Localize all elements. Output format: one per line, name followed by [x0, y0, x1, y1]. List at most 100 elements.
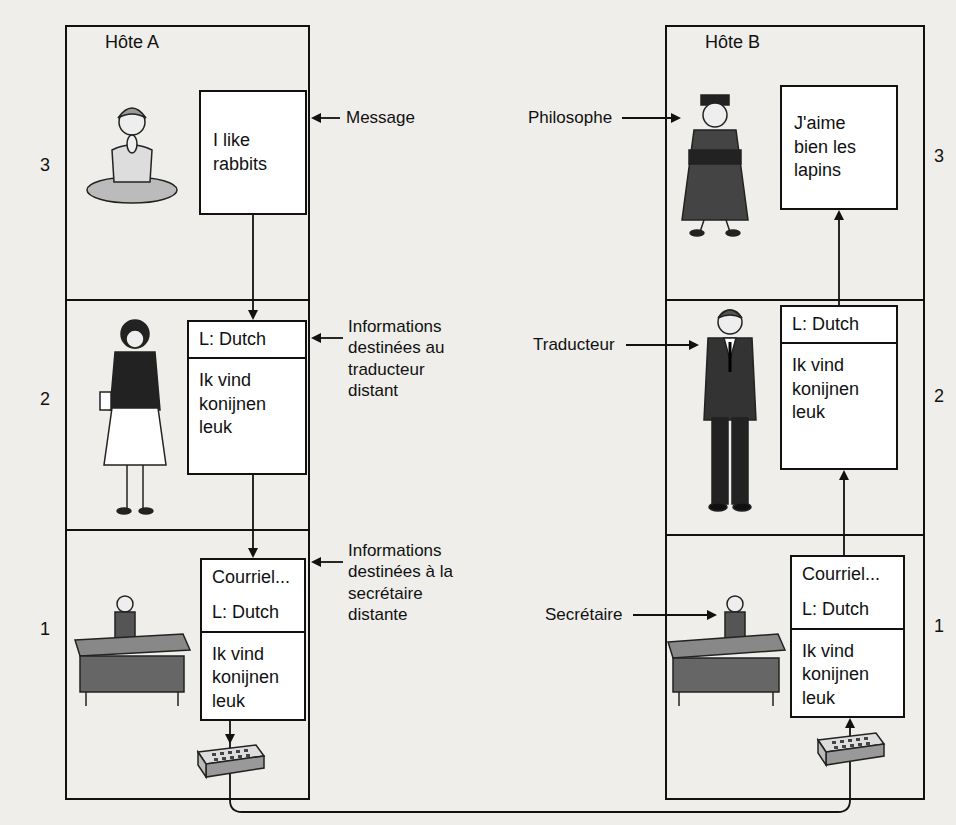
label-holder: Informations destinées à la secrétaire d… [348, 540, 455, 625]
woman-figure [100, 392, 111, 410]
message-box: J'aime bien les lapins [780, 85, 898, 210]
connector-line [838, 219, 840, 305]
leader-arrow [311, 557, 321, 567]
layer-divider [66, 529, 309, 531]
label-holder: 2 [40, 388, 56, 411]
secretary-figure [725, 612, 745, 638]
woman-figure [121, 320, 149, 348]
role-label: Philosophe [528, 107, 628, 128]
modem-symbol [842, 745, 846, 748]
woman-figure [142, 465, 144, 508]
meditating-figure [87, 108, 177, 203]
secretary-figure [678, 692, 680, 706]
modem-symbol [858, 743, 862, 746]
label-holder: Traducteur [533, 334, 633, 355]
meditating-figure [119, 109, 145, 135]
modem-symbol [228, 751, 232, 754]
connector [839, 470, 849, 555]
modem-symbol [850, 744, 854, 747]
translator-figure [709, 503, 727, 511]
layer-number: 2 [934, 385, 950, 408]
layer-number: 3 [40, 154, 56, 177]
secretary-figure [668, 634, 785, 658]
callout-label: Message [346, 107, 456, 128]
connector [248, 215, 258, 320]
layer-divider [66, 300, 924, 535]
modem-symbol [848, 739, 852, 742]
modem-symbol [244, 749, 248, 752]
secretary-figure [668, 596, 785, 706]
modem-symbol [212, 753, 216, 756]
woman-figure [126, 330, 144, 348]
modem-symbol [230, 756, 234, 759]
secretary-figure [115, 612, 135, 638]
layer-number: 3 [934, 145, 950, 168]
label-holder: 3 [40, 154, 56, 177]
layer-divider [66, 299, 309, 301]
modem-symbol [840, 740, 844, 743]
label-holder: Philosophe [528, 107, 628, 128]
secretary-figure [80, 656, 184, 692]
connector-line [252, 475, 254, 549]
connector [230, 718, 855, 812]
leader-arrow [626, 344, 690, 346]
label-holder: Message [346, 107, 456, 128]
leader-arrow [320, 561, 343, 563]
modem-symbol [198, 734, 264, 777]
secretary-figure [177, 692, 179, 706]
message-box: I like rabbits [199, 90, 307, 215]
host-frame: Hôte AI like rabbitsL: DutchIk vind koni… [65, 25, 310, 800]
philosopher-figure [703, 103, 727, 127]
leader-arrow [311, 333, 321, 343]
woman-figure [100, 320, 166, 514]
role-label: Traducteur [533, 334, 633, 355]
connector-line [252, 215, 254, 311]
modem-symbol [856, 738, 860, 741]
modem-symbol [832, 741, 836, 744]
message-box: L: DutchIk vind konijnen leuk [780, 305, 898, 470]
arrowhead [834, 210, 844, 220]
secretary-figure [75, 596, 190, 706]
philosopher-figure [726, 230, 740, 236]
secretary-figure [85, 692, 87, 706]
modem-symbol [236, 750, 240, 753]
modem-symbol [864, 737, 868, 740]
layer-divider [666, 299, 924, 301]
layer-number: 1 [934, 615, 950, 638]
modem-symbol [834, 746, 838, 749]
translator-figure [704, 310, 756, 511]
connector [248, 475, 258, 558]
message-text: L: Dutch [202, 595, 304, 632]
leader-arrow [671, 113, 681, 123]
leader-arrow [320, 337, 343, 339]
woman-figure [117, 508, 131, 514]
translator-figure [718, 310, 742, 318]
modem-symbol [222, 757, 226, 760]
modem-symbol [818, 733, 884, 765]
label-holder: 1 [40, 618, 56, 641]
modem-symbol [225, 734, 235, 744]
secretary-figure [772, 692, 774, 706]
philosopher-figure [682, 95, 748, 236]
message-box: L: DutchIk vind konijnen leuk [187, 320, 307, 475]
translator-figure [733, 503, 751, 511]
message-text: Courriel... [202, 560, 304, 595]
role-label: Secrétaire [545, 604, 645, 625]
secretary-figure [673, 658, 779, 692]
message-text: Ik vind konijnen leuk [782, 344, 896, 430]
leader-arrow [689, 340, 699, 350]
message-text: I like rabbits [201, 123, 305, 182]
message-box: Courriel...L: DutchIk vind konijnen leuk [790, 555, 905, 718]
philosopher-figure [690, 230, 704, 236]
translator-figure [732, 418, 748, 504]
modem-symbol [832, 737, 870, 749]
message-text: L: Dutch [782, 307, 896, 344]
modem-symbol [206, 756, 264, 777]
leader-arrow [311, 113, 321, 123]
woman-figure [110, 352, 160, 410]
leader-arrow [633, 614, 708, 616]
meditating-figure [118, 108, 146, 118]
message-text: Courriel... [792, 557, 903, 592]
woman-figure [126, 465, 128, 508]
leader-arrow [707, 610, 717, 620]
